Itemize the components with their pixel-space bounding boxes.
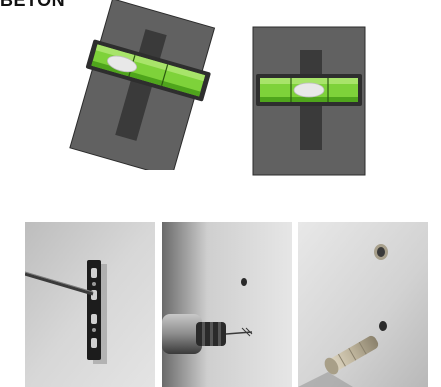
straight-plate-icon xyxy=(252,26,366,176)
step-panel-plug xyxy=(298,222,428,387)
tilted-plate-figure xyxy=(55,0,225,170)
bracket-screwdriver-icon xyxy=(25,222,155,387)
tilted-plate-icon xyxy=(55,0,225,170)
drill-hole-icon xyxy=(162,222,292,387)
step-panel-drill xyxy=(162,222,292,387)
wall-plug-icon xyxy=(298,222,428,387)
straight-plate-figure xyxy=(252,26,366,176)
step-panel-bracket xyxy=(25,222,155,387)
straight-level xyxy=(256,74,362,106)
